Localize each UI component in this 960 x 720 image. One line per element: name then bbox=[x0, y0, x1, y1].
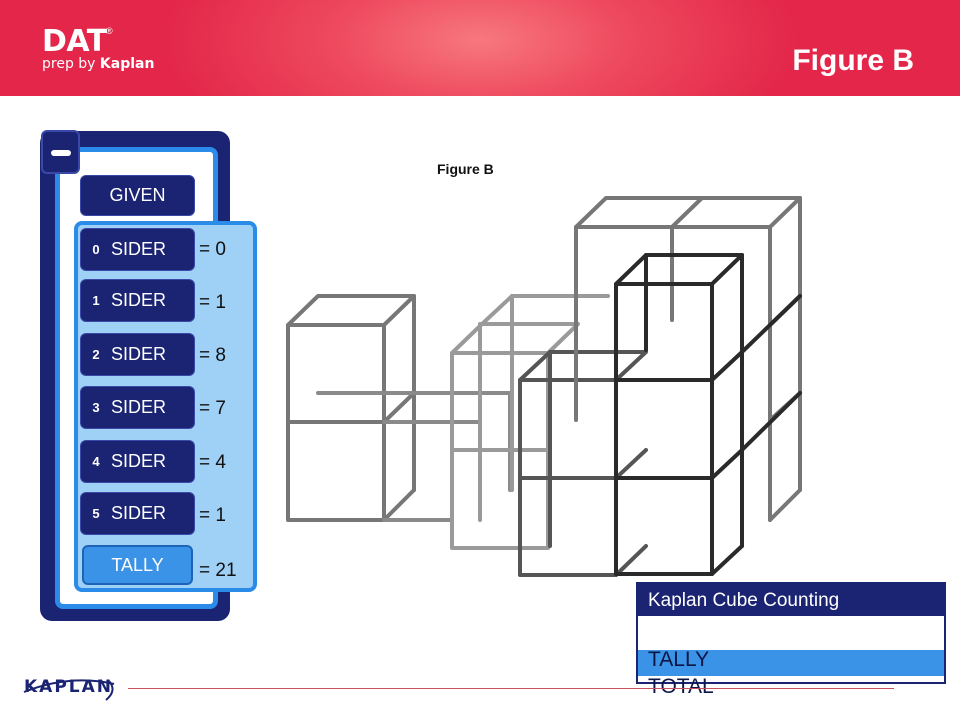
logo-subtitle-prefix: prep by bbox=[42, 56, 100, 72]
sider-label: SIDER bbox=[111, 344, 167, 364]
logo-subtitle-brand: Kaplan bbox=[99, 56, 155, 72]
sider-5-button[interactable]: 5 SIDER bbox=[80, 492, 195, 535]
dat-logo: DAT bbox=[42, 24, 107, 59]
kaplan-footer-logo: KAPLAN bbox=[24, 677, 114, 697]
tally-row bbox=[638, 650, 944, 676]
given-button[interactable]: GIVEN bbox=[80, 175, 195, 216]
sider-2-button[interactable]: 2 SIDER bbox=[80, 333, 195, 376]
kaplan-swoosh-icon bbox=[23, 679, 115, 701]
footer-divider bbox=[128, 688, 894, 689]
sider-label: SIDER bbox=[111, 503, 167, 523]
page-title: Figure B bbox=[792, 44, 914, 77]
cube-counting-table: Kaplan Cube Counting TALLY TOTAL bbox=[636, 582, 946, 698]
sider-number: 1 bbox=[92, 293, 100, 308]
total-row-label: TOTAL bbox=[648, 675, 714, 698]
front-cube-tower bbox=[614, 253, 802, 576]
sider-4-button[interactable]: 4 SIDER bbox=[80, 440, 195, 483]
sider-2-count: = 8 bbox=[199, 345, 226, 366]
left-cube-stack bbox=[286, 294, 416, 522]
collapse-button[interactable] bbox=[41, 130, 80, 174]
back-cube-tower bbox=[574, 196, 802, 522]
sider-number: 2 bbox=[92, 347, 100, 362]
sider-5-count: = 1 bbox=[199, 505, 226, 526]
sider-label: SIDER bbox=[111, 290, 167, 310]
registered-mark: ® bbox=[106, 26, 113, 36]
sider-number: 5 bbox=[92, 506, 100, 521]
sider-0-button[interactable]: 0 SIDER bbox=[80, 228, 195, 271]
tally-count: = 21 bbox=[199, 560, 237, 581]
tally-row-label: TALLY bbox=[648, 648, 710, 671]
sider-0-count: = 0 bbox=[199, 239, 226, 260]
sider-number: 0 bbox=[92, 242, 100, 257]
sider-label: SIDER bbox=[111, 451, 167, 471]
sider-1-count: = 1 bbox=[199, 292, 226, 313]
figure-caption: Figure B bbox=[437, 161, 494, 177]
tally-button[interactable]: TALLY bbox=[82, 545, 193, 585]
header-banner: DAT ® prep by Kaplan Figure B bbox=[0, 0, 960, 96]
sider-3-count: = 7 bbox=[199, 398, 226, 419]
sider-number: 4 bbox=[92, 454, 100, 469]
sider-label: SIDER bbox=[111, 239, 167, 259]
logo-subtitle: prep by Kaplan bbox=[42, 56, 154, 72]
sider-3-button[interactable]: 3 SIDER bbox=[80, 386, 195, 429]
minus-icon bbox=[51, 150, 71, 156]
sider-label: SIDER bbox=[111, 397, 167, 417]
sider-4-count: = 4 bbox=[199, 452, 226, 473]
cube-counting-title: Kaplan Cube Counting bbox=[638, 584, 944, 616]
front-cube-block bbox=[518, 350, 648, 577]
sider-number: 3 bbox=[92, 400, 100, 415]
sider-1-button[interactable]: 1 SIDER bbox=[80, 279, 195, 322]
